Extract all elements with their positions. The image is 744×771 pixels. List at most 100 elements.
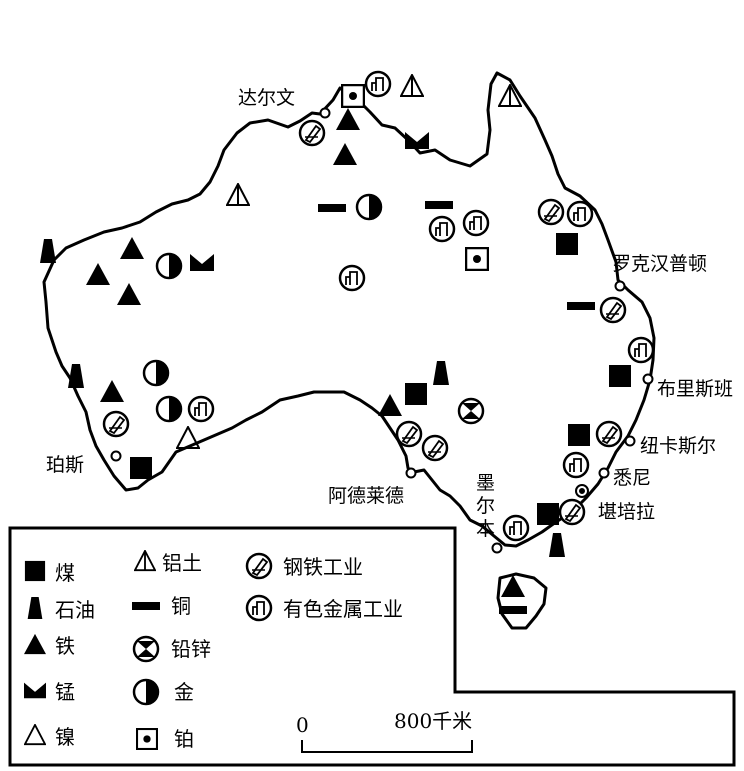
darwin-label: 达尔文 [238, 87, 295, 109]
scale-bar: 0 800千米 [296, 709, 473, 753]
melbourne-marker [491, 542, 503, 554]
perth-marker [110, 450, 122, 462]
sydney-marker [598, 467, 610, 479]
legend-label-iron: 铁 [55, 634, 75, 658]
nonferrous-industry-icon [502, 514, 530, 542]
legend-label-coal: 煤 [55, 561, 75, 585]
nonferrous-industry-icon [187, 395, 215, 423]
legend-label-oil: 石油 [55, 598, 95, 622]
nonferrous-industry-icon [364, 70, 392, 98]
bauxite-icon [400, 74, 424, 97]
coal-icon [130, 457, 152, 479]
melbourne-label-1: 墨 [476, 472, 495, 494]
scale-zero-label: 0 [296, 713, 309, 737]
iron-icon [100, 380, 124, 402]
rockhampton-label: 罗克汉普顿 [612, 253, 707, 275]
copper-icon [499, 606, 527, 614]
city-markers [110, 107, 654, 554]
newcastle-marker [624, 435, 636, 447]
steel-industry-icon [298, 119, 326, 147]
darwin-marker [319, 107, 331, 119]
legend-coal-icon [24, 560, 46, 582]
nonferrous-industry-icon [627, 336, 655, 364]
legend-label-manganese: 锰 [55, 680, 75, 704]
iron-icon [117, 283, 141, 305]
platinum-icon [341, 84, 365, 108]
steel-industry-icon [558, 498, 586, 526]
iron-icon [336, 108, 360, 130]
steel-industry-icon [599, 296, 627, 324]
gold-icon [142, 359, 170, 387]
canberra-label: 堪培拉 [598, 501, 655, 523]
melbourne-label-3: 本 [476, 518, 495, 540]
oil-icon [68, 364, 84, 388]
nonferrous-industry-icon [462, 209, 490, 237]
newcastle-label: 纽卡斯尔 [640, 435, 716, 457]
coal-icon [609, 365, 631, 387]
coal-icon [537, 503, 559, 525]
oil-icon [549, 533, 565, 557]
iron-icon [120, 237, 144, 259]
gold-icon [355, 193, 383, 221]
tasmania-coastline [496, 572, 548, 630]
legend-lead-zinc-icon [132, 635, 160, 663]
bauxite-icon [226, 183, 250, 206]
rockhampton-marker [614, 280, 626, 292]
scale-distance-label: 800千米 [394, 709, 472, 733]
perth-label: 珀斯 [46, 454, 84, 476]
legend-steel-industry-icon [245, 552, 273, 580]
bauxite-icon [498, 84, 522, 107]
sydney-label: 悉尼 [613, 467, 651, 489]
oil-icon [40, 239, 56, 263]
steel-industry-icon [595, 420, 623, 448]
copper-icon [567, 302, 595, 310]
coal-icon [568, 424, 590, 446]
legend-label-bauxite: 铝土 [162, 551, 202, 575]
steel-industry-icon [421, 434, 449, 462]
nonferrous-industry-icon [338, 264, 366, 292]
scale-bar-line [301, 740, 473, 753]
legend-label-nickel: 镍 [55, 725, 75, 749]
steel-industry-icon [102, 410, 130, 438]
coal-icon [556, 233, 578, 255]
iron-icon [333, 143, 357, 165]
adelaide-label: 阿德莱德 [328, 485, 404, 507]
melbourne-label-2: 尔 [476, 495, 495, 517]
legend-label-gold: 金 [174, 680, 194, 704]
legend-box [8, 526, 736, 767]
gold-icon [155, 252, 183, 280]
manganese-icon [405, 132, 429, 149]
legend-nonferrous-industry-icon [245, 594, 273, 622]
nonferrous-industry-icon [566, 200, 594, 228]
nonferrous-industry-icon [428, 215, 456, 243]
steel-industry-icon [537, 198, 565, 226]
nonferrous-industry-icon [562, 451, 590, 479]
legend-copper-icon [132, 602, 160, 610]
gold-icon [155, 395, 183, 423]
legend-label-copper: 铜 [171, 594, 191, 618]
copper-icon [318, 204, 346, 212]
coal-icon [405, 383, 427, 405]
legend-label-platinum: 铂 [174, 727, 194, 751]
legend-label-lead-zinc: 铅锌 [171, 637, 211, 661]
legend: 煤 石油 铁 锰 镍 铝土 铜 铅锌 金 铂 钢铁工业 有色金属工业 [24, 550, 403, 751]
iron-icon [378, 394, 402, 416]
city-labels: 达尔文 罗克汉普顿 布里斯班 纽卡斯尔 悉尼 堪培拉 墨 尔 本 阿德莱德 珀斯 [46, 87, 733, 540]
lead-zinc-icon [457, 397, 485, 425]
adelaide-marker [405, 467, 417, 479]
manganese-icon [190, 254, 214, 271]
steel-industry-icon [395, 420, 423, 448]
legend-label-nonferrous-industry: 有色金属工业 [283, 597, 403, 621]
canberra-marker-dot [579, 488, 585, 494]
brisbane-label: 布里斯班 [657, 378, 733, 400]
platinum-icon [465, 247, 489, 271]
legend-label-steel-industry: 钢铁工业 [283, 555, 363, 579]
copper-icon [425, 201, 453, 209]
legend-platinum-icon [136, 728, 158, 750]
australia-coastline [42, 71, 656, 548]
legend-gold-icon [132, 678, 160, 706]
oil-icon [433, 361, 449, 385]
brisbane-marker [642, 373, 654, 385]
iron-icon [86, 263, 110, 285]
